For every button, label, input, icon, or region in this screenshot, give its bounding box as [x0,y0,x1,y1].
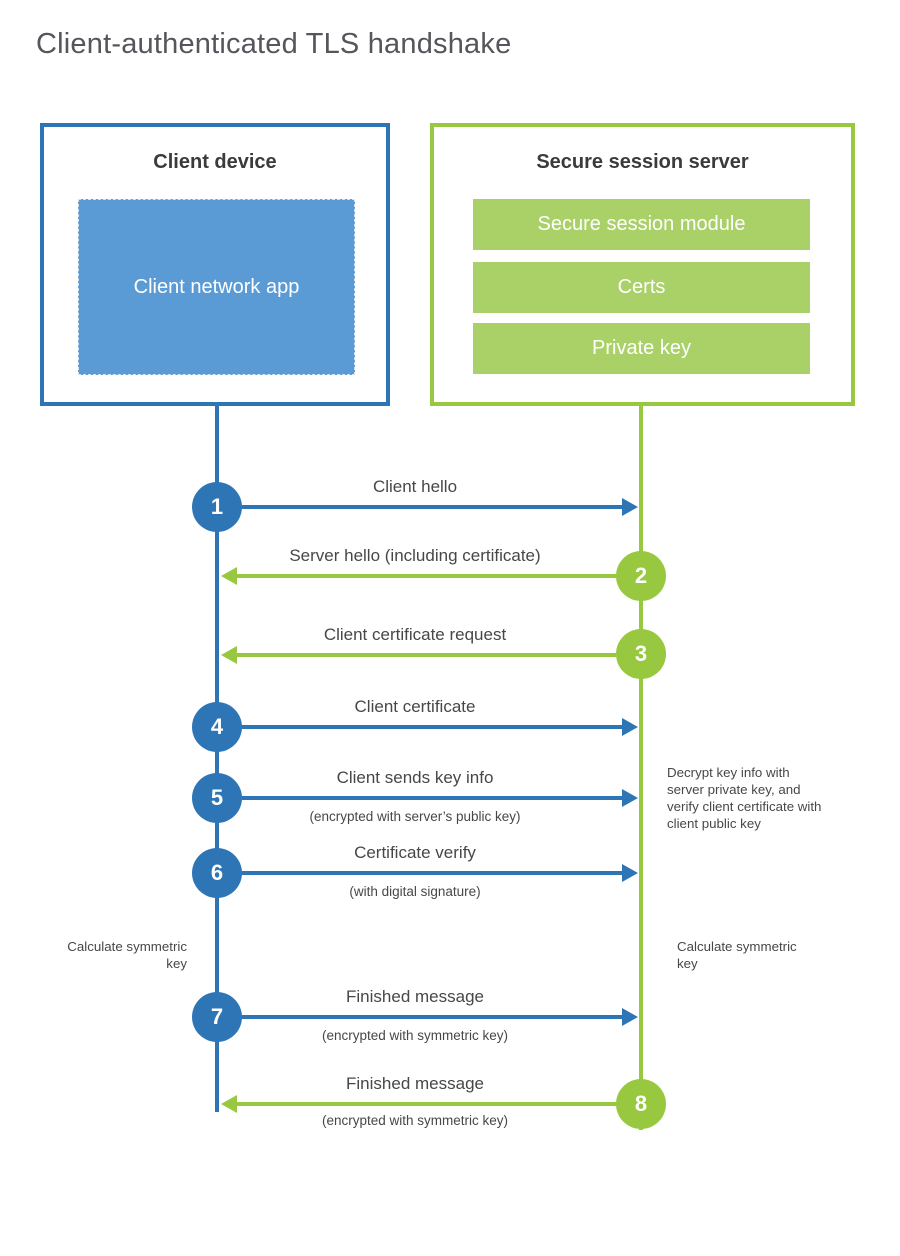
page-title: Client-authenticated TLS handshake [36,28,512,60]
message-arrow-1-right [242,498,638,516]
message-sublabel-5: (encrypted with server’s public key) [309,809,521,824]
server-module-private-key: Private key [473,323,810,374]
message-sublabel-6: (with digital signature) [349,884,481,899]
message-arrow-4-right [242,718,638,736]
server-module-certs: Certs [473,262,810,313]
server-lifeline [639,406,643,1130]
decrypt-note: Decrypt key info with server private key… [667,765,822,831]
client-lifeline [215,406,219,1112]
message-label-8: Finished message [346,1074,484,1093]
step-circle-4: 4 [192,702,242,752]
message-label-5: Client sends key info [336,768,494,787]
step-circle-5: 5 [192,773,242,823]
message-arrow-6-right [242,864,638,882]
client-network-app-box: Client network app [78,199,355,375]
server-box: Secure session server Secure session mod… [430,123,855,406]
message-label-6: Certificate verify [354,843,476,862]
server-module-secure-session: Secure session module [473,199,810,250]
step-circle-8: 8 [616,1079,666,1129]
server-title: Secure session server [536,151,749,173]
message-arrow-7-right [242,1008,638,1026]
message-arrow-8-left [221,1095,616,1113]
message-arrow-3-left [221,646,616,664]
step-circle-1: 1 [192,482,242,532]
step-circle-6: 6 [192,848,242,898]
message-sublabel-7: (encrypted with symmetric key) [321,1028,509,1043]
message-label-7: Finished message [346,987,484,1006]
message-arrow-5-right [242,789,638,807]
message-arrow-2-left [221,567,616,585]
message-label-4: Client certificate [354,697,476,716]
calc-symmetric-key-note-right: Calculate symmetric key [677,939,797,971]
message-label-1: Client hello [372,477,458,496]
step-circle-7: 7 [192,992,242,1042]
message-label-3: Client certificate request [323,625,507,644]
calc-symmetric-key-note-left: Calculate symmetric key [67,939,187,971]
message-label-2: Server hello (including certificate) [289,546,541,565]
message-sublabel-8: (encrypted with symmetric key) [321,1113,509,1128]
client-device-box: Client device Client network app [40,123,390,406]
step-circle-2: 2 [616,551,666,601]
client-device-title: Client device [153,151,277,173]
step-circle-3: 3 [616,629,666,679]
client-network-app-label: Client network app [133,276,300,298]
